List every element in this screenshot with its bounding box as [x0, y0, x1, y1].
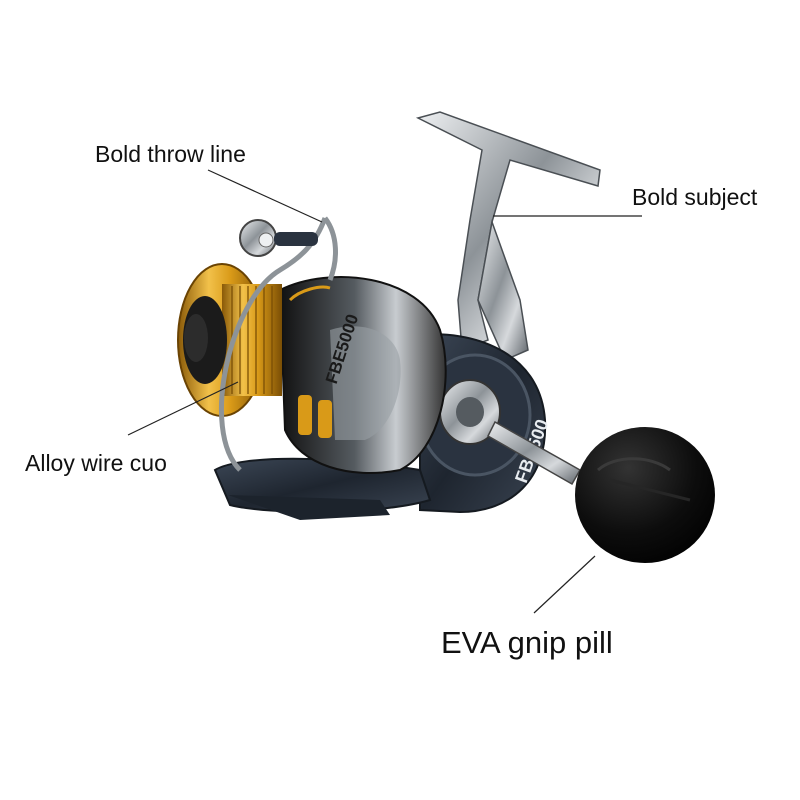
- leader-eva: [533, 555, 596, 614]
- callout-bold-subject: Bold subject: [632, 184, 758, 210]
- callout-alloy-wire-cuo: Alloy wire cuo: [25, 450, 167, 476]
- leader-lines: [127, 169, 642, 614]
- eva-knob: [575, 427, 715, 563]
- crank-shaft: [487, 420, 582, 486]
- rotor-cup: FBE5000: [278, 276, 447, 474]
- callout-eva-gnip-pill: EVA gnip pill: [441, 625, 613, 660]
- spool: [177, 263, 282, 417]
- leader-alloy: [127, 381, 239, 436]
- leader-throw-line: [207, 169, 323, 223]
- callout-bold-throw-line: Bold throw line: [95, 141, 246, 167]
- bail-arm: [218, 216, 338, 472]
- handle-arm: [415, 111, 601, 361]
